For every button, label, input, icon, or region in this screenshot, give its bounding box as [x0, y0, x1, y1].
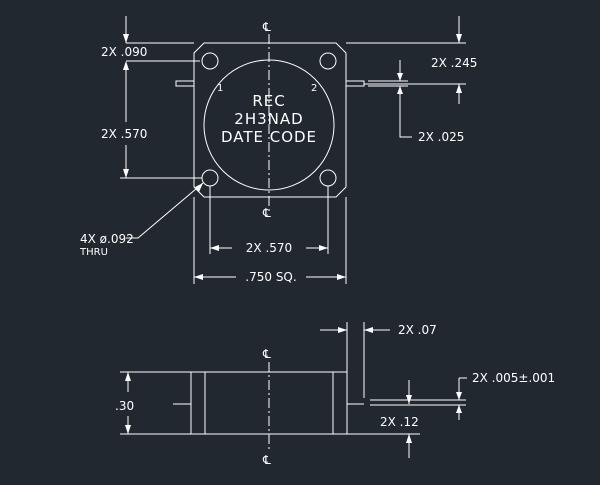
mounting-hole-bl — [201, 169, 219, 187]
port-2-label: 2 — [311, 83, 317, 94]
dim-lead-length: 2X .07 — [398, 323, 437, 337]
port-1-label: 1 — [217, 83, 223, 94]
top-view-dimensions: 2X .090 2X .570 2X .245 2X .025 4X ø.092… — [79, 16, 477, 284]
side-view-dimensions: 2X .07 .30 2X .005±.001 2X .12 — [115, 322, 555, 458]
mounting-hole-br — [319, 169, 337, 187]
part-label-date-code: DATE CODE — [221, 128, 317, 146]
top-view: ℄ ℄ 1 2 REC 2H3NAD DATE CODE — [175, 20, 365, 220]
dim-hole-spacing-vertical: 2X .570 — [101, 127, 147, 141]
centerline-symbol-side-bottom: ℄ — [262, 453, 271, 467]
dim-lead-height: 2X .12 — [380, 415, 419, 429]
dim-lead-offset: 2X .245 — [431, 56, 477, 70]
dim-hole-size: 4X ø.092 — [80, 232, 134, 246]
dim-lead-width: 2X .025 — [418, 130, 464, 144]
dim-lead-thickness: 2X .005±.001 — [472, 371, 555, 385]
lead-left — [175, 80, 195, 87]
dim-hole-thru: THRU — [79, 247, 108, 258]
mounting-hole-tl — [201, 52, 219, 70]
part-label-number: 2H3NAD — [234, 110, 303, 128]
side-view: ℄ ℄ — [173, 347, 364, 467]
part-label-rec: REC — [252, 92, 285, 110]
centerline-symbol-side-top: ℄ — [262, 347, 271, 361]
lead-right — [345, 80, 365, 87]
dim-body-square: .750 SQ. — [245, 270, 296, 284]
dim-body-height: .30 — [115, 399, 134, 413]
body-outline — [193, 42, 347, 198]
dim-hole-spacing-horizontal: 2X .570 — [246, 241, 292, 255]
centerline-symbol-mid: ℄ — [262, 206, 271, 220]
dim-hole-offset: 2X .090 — [101, 45, 147, 59]
mounting-hole-tr — [319, 52, 337, 70]
centerline-symbol-top: ℄ — [262, 20, 271, 34]
